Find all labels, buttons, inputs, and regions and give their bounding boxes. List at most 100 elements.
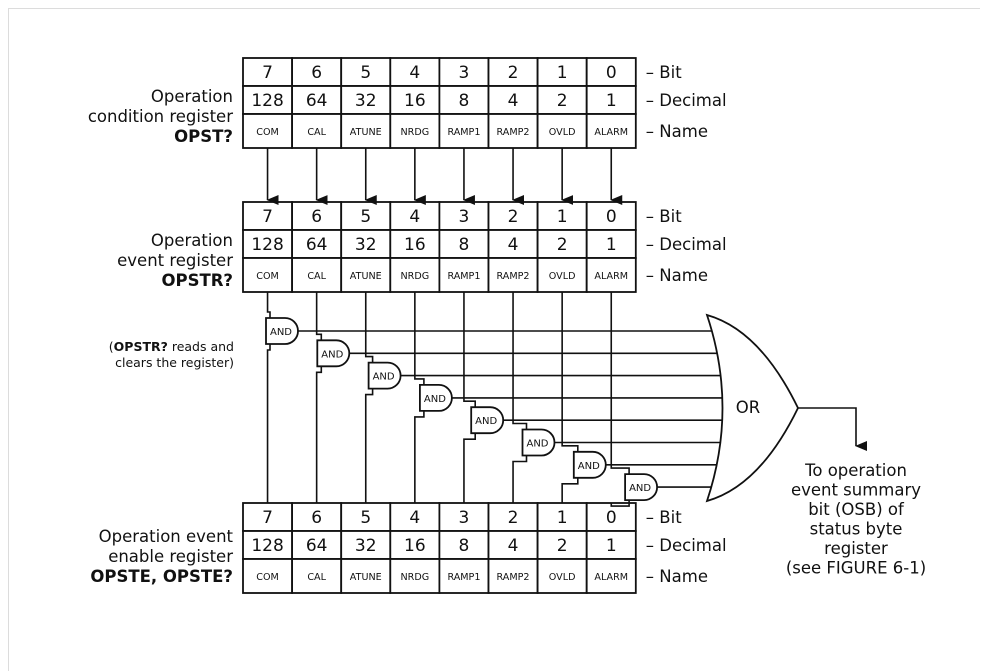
and-gate: AND bbox=[572, 450, 607, 479]
and-gate: AND bbox=[470, 406, 505, 435]
or-gate: OR bbox=[705, 313, 800, 503]
enable-bit-wire bbox=[512, 455, 528, 503]
enable-bits-cell bbox=[585, 502, 637, 532]
event-names-value: NRDG bbox=[401, 271, 430, 282]
event-bit-wire bbox=[561, 292, 579, 452]
event-bits-value: 6 bbox=[311, 207, 322, 227]
and-gate: AND bbox=[367, 361, 402, 390]
enable-decimals-value: 4 bbox=[508, 536, 519, 556]
event-names-value: ATUNE bbox=[350, 271, 382, 282]
event-bits-value: 2 bbox=[508, 207, 519, 227]
condition-label-line2: condition register bbox=[88, 107, 233, 126]
condition-command: OPST? bbox=[174, 127, 233, 146]
enable-bit-wire bbox=[463, 433, 476, 503]
condition-decimals-value: 8 bbox=[459, 91, 470, 111]
condition-names-value: RAMP2 bbox=[497, 127, 530, 138]
condition-names-value: ATUNE bbox=[350, 127, 382, 138]
condition-bits-value: 3 bbox=[459, 63, 470, 83]
enable-names-value: NRDG bbox=[401, 572, 430, 583]
opstr-note: (OPSTR? reads and clears the register) bbox=[109, 339, 234, 370]
condition-names-cell bbox=[242, 113, 293, 149]
and-gate-label: AND bbox=[373, 372, 395, 383]
event-decimals-value: 32 bbox=[355, 235, 377, 255]
enable-decimals-cell bbox=[438, 530, 490, 560]
event-names-cell bbox=[585, 257, 637, 293]
condition-to-event-arrows bbox=[266, 148, 623, 205]
condition-decimals-cell bbox=[389, 85, 441, 115]
row-labels: – Bit– Decimal– Name– Bit– Decimal– Name… bbox=[646, 63, 727, 586]
event-names-value: COM bbox=[256, 271, 279, 282]
enable-bits-value: 0 bbox=[606, 508, 617, 528]
enable-names-cell bbox=[487, 558, 539, 594]
enable-label-line1: Operation event bbox=[99, 527, 234, 546]
event-decimals-value: 8 bbox=[459, 235, 470, 255]
and-gate-label: AND bbox=[424, 394, 446, 405]
condition-label-line1: Operation bbox=[151, 87, 233, 106]
enable-names-value: ALARM bbox=[594, 572, 628, 583]
enable-bit-row-label: – Bit bbox=[646, 508, 682, 527]
event-bit-wire bbox=[610, 292, 630, 475]
event-bit-wire bbox=[364, 292, 374, 363]
enable-names-cell bbox=[585, 558, 637, 594]
and-gate: AND bbox=[521, 428, 556, 457]
event-bit-wire bbox=[414, 292, 425, 385]
condition-names-value: ALARM bbox=[594, 127, 628, 138]
and-gate: AND bbox=[624, 473, 658, 501]
and-gate-label: AND bbox=[475, 416, 497, 427]
enable-register-label: Operation event enable register OPSTE, O… bbox=[90, 527, 233, 586]
condition-names-value: OVLD bbox=[549, 127, 576, 138]
condition-decimals-value: 2 bbox=[557, 91, 568, 111]
output-text-line: event summary bbox=[791, 481, 921, 500]
enable-bits-value: 3 bbox=[459, 508, 470, 528]
condition-decimals-value: 4 bbox=[508, 91, 519, 111]
and-gate: AND bbox=[265, 317, 299, 345]
enable-command: OPSTE, OPSTE? bbox=[90, 567, 233, 586]
event-command: OPSTR? bbox=[161, 271, 233, 290]
event-bits-value: 0 bbox=[606, 207, 617, 227]
output-text-line: status byte bbox=[810, 520, 903, 539]
event-decimals-value: 128 bbox=[251, 235, 283, 255]
and-gate: AND bbox=[316, 339, 351, 368]
enable-names-cell bbox=[438, 558, 490, 594]
condition-bits-cell bbox=[389, 57, 441, 87]
figure-frame bbox=[8, 8, 980, 671]
condition-name-row-label: – Name bbox=[646, 122, 708, 141]
event-bit-wire bbox=[512, 292, 528, 430]
enable-names-value: COM bbox=[256, 572, 279, 583]
event-names-value: ALARM bbox=[594, 271, 628, 282]
enable-names-value: RAMP1 bbox=[447, 572, 480, 583]
condition-names-value: RAMP1 bbox=[447, 127, 480, 138]
condition-register-label: Operation condition register OPST? bbox=[88, 87, 233, 146]
and-gate-label: AND bbox=[629, 483, 651, 494]
output-text-line: (see FIGURE 6-1) bbox=[786, 559, 926, 578]
event-label-line1: Operation bbox=[151, 231, 233, 250]
event-bits-value: 5 bbox=[360, 207, 371, 227]
enable-bit-wire bbox=[315, 366, 323, 503]
enable-decimals-value: 32 bbox=[355, 536, 377, 556]
event-name-row-label: – Name bbox=[646, 266, 708, 285]
condition-decimals-value: 32 bbox=[355, 91, 377, 111]
and-gate-label: AND bbox=[526, 439, 548, 450]
event-decimals-cell bbox=[585, 229, 637, 259]
note-line1: (OPSTR? reads and bbox=[109, 339, 234, 354]
condition-bits-value: 6 bbox=[311, 63, 322, 83]
enable-bits-value: 4 bbox=[409, 508, 420, 528]
enable-bits-value: 6 bbox=[311, 508, 322, 528]
and-gate-label: AND bbox=[578, 461, 600, 472]
condition-bits-value: 5 bbox=[360, 63, 371, 83]
condition-names-cell bbox=[487, 113, 539, 149]
condition-names-cell bbox=[536, 113, 588, 149]
event-decimals-value: 1 bbox=[606, 235, 617, 255]
enable-bit-wire bbox=[266, 344, 271, 503]
enable-names-cell bbox=[291, 558, 343, 594]
condition-names-cell bbox=[389, 113, 441, 149]
event-bit-wire bbox=[315, 292, 323, 341]
output-arrow bbox=[798, 407, 867, 451]
enable-bit-wire bbox=[610, 500, 630, 507]
condition-decimals-cell bbox=[585, 85, 637, 115]
enable-names-value: CAL bbox=[307, 572, 326, 583]
